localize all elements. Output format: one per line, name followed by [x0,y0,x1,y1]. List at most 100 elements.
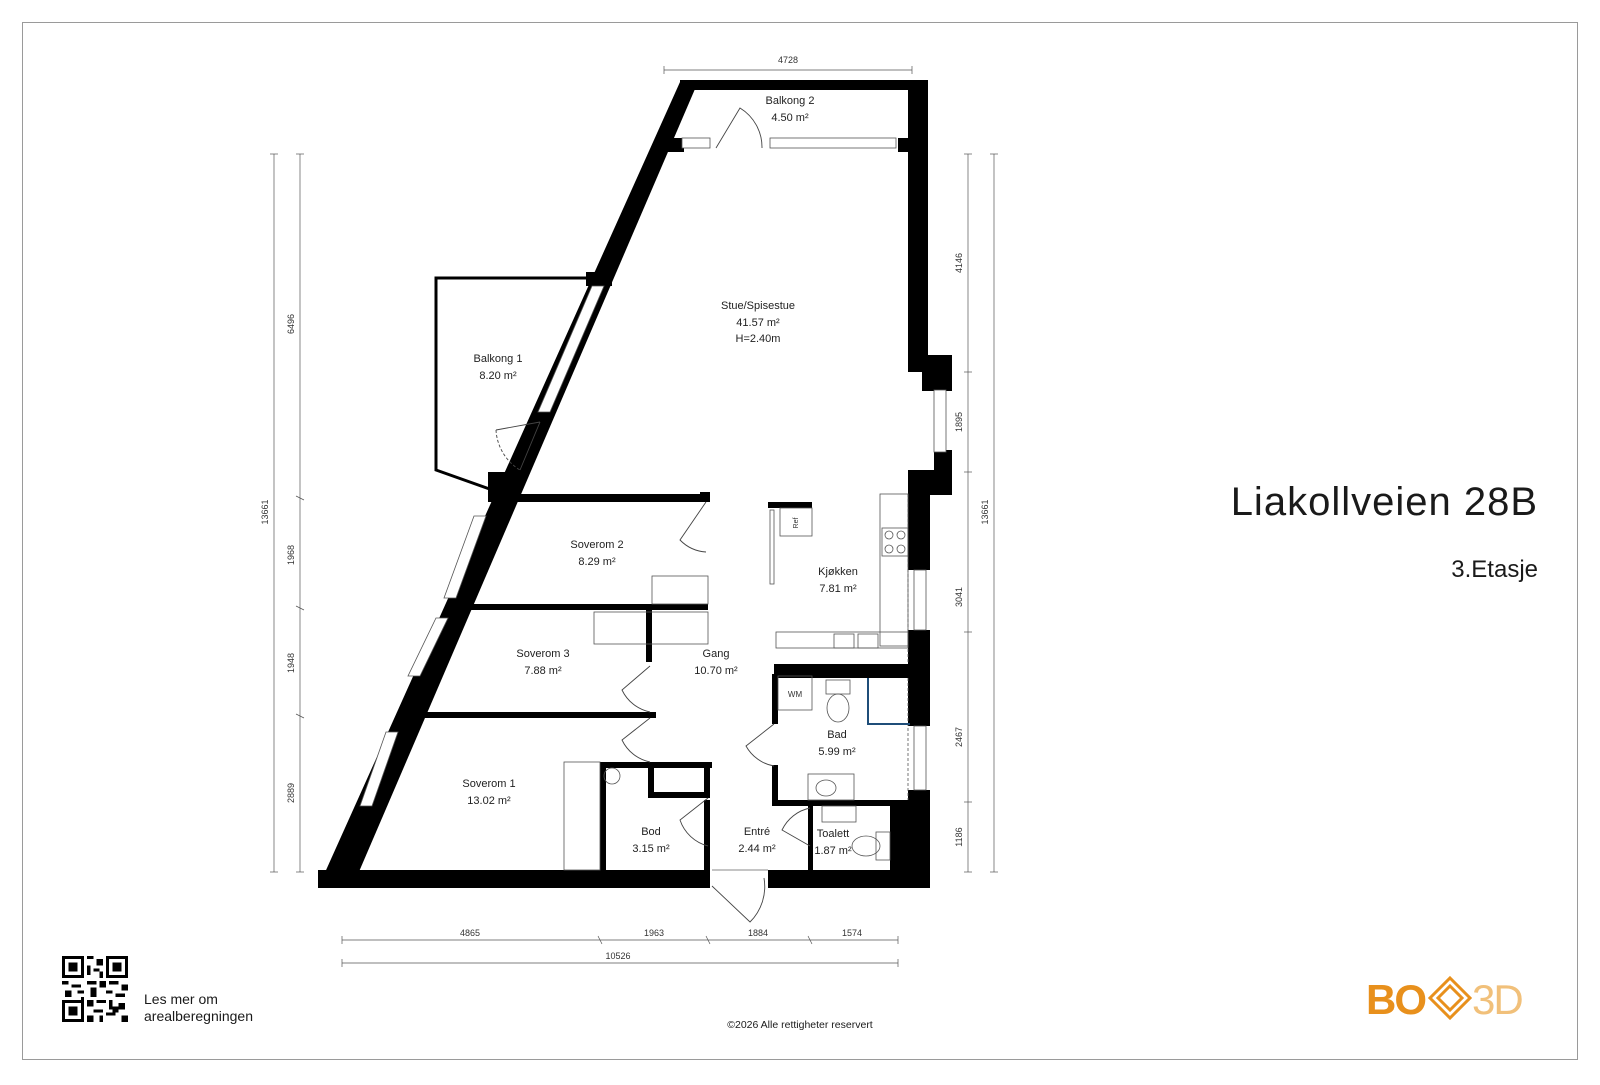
bath-basin [815,779,837,797]
wall-bath-top [774,664,910,678]
dimension-labels: 4728 13661 6496 1968 1948 2889 4146 1895… [260,55,990,961]
drawing-frame [22,22,1578,1060]
wardrobe-soverom1 [563,761,601,871]
boiler [603,767,621,785]
dim-tick [295,495,305,501]
balcony1-outline [434,276,588,494]
door-soverom1 [621,717,651,763]
right-wall-bath [908,630,930,726]
shower-wall [867,678,910,725]
room-name: Bod [641,826,661,838]
bath-vanity [807,773,855,801]
wall-closet [648,792,710,798]
dim-bottom-seg: 1963 [644,928,664,938]
dim-tick [705,935,711,945]
door-post-soverom2 [700,492,710,500]
hob-ring-3 [884,544,894,554]
room-area: 41.57 m² [736,317,780,329]
dim-right-seg: 3041 [954,587,964,607]
door-swings [495,107,811,923]
door-balcony2 [715,107,763,149]
room-name: Balkong 2 [766,95,815,107]
window-balcony2-left [681,137,711,149]
dimension-lines [270,66,998,967]
window-kitchen [913,569,927,631]
hob-ring-2 [896,530,906,540]
toilet-outer-wall [890,800,910,888]
area-info-link[interactable]: Les mer om arealberegningen [144,991,253,1025]
wall-toilet-left [808,806,813,872]
door-soverom3 [621,665,651,713]
wall-bod-left [600,762,606,874]
dim-right-seg: 1186 [954,827,964,846]
bo3d-logo-icon: BO 3D [1366,975,1524,1023]
room-height: H=2.40m [736,333,781,345]
room-name: Entré [744,826,770,838]
room-area: 7.88 m² [524,665,562,677]
room-name: Soverom 2 [570,539,623,551]
room-area: 8.20 m² [479,370,517,382]
fridge-label: Ref [793,518,800,529]
wall-bath-left-lower [772,765,778,805]
dim-bottom-seg: 1574 [842,928,862,938]
balcony1-post [586,272,612,286]
right-wall-bump-low [934,450,952,495]
door-entre [711,877,766,923]
fixtures [563,493,909,871]
dim-right-seg: 1895 [954,412,964,432]
wall-gang-right [704,765,710,795]
wall-soverom3-bottom [410,712,656,718]
balcony1-railing [434,276,588,494]
dim-tick [807,935,813,945]
room-name: Gang [703,648,730,660]
dim-left-seg: 2889 [286,783,296,803]
dim-right-seg: 4146 [954,253,964,273]
dim-right-total: 13661 [980,499,990,524]
wardrobe-soverom2 [651,575,709,605]
room-area: 7.81 m² [819,583,857,595]
window-stue-right [933,389,947,453]
toalett-toilet [851,835,881,857]
toalett-tank [875,831,891,861]
dim-left-seg: 6496 [286,314,296,334]
wall-fridge-top [768,502,812,508]
room-name: Soverom 3 [516,648,569,660]
dim-bottom-total: 10526 [605,951,630,961]
room-area: 2.44 m² [738,843,776,855]
kitchen-sink-1 [833,633,855,649]
area-info-line1: Les mer om [144,991,218,1007]
logo-3d: 3D [1472,976,1522,1020]
dim-bottom-seg: 1884 [748,928,768,938]
logo-bo: BO [1366,976,1425,1020]
qr-code-icon[interactable] [62,956,128,1022]
window-soverom1 [359,731,399,807]
washer [777,675,813,711]
room-area: 4.50 m² [771,112,809,124]
right-wall-bump [922,355,952,391]
window-soverom3 [407,617,449,677]
room-area: 1.87 m² [814,845,852,857]
right-wall-lower [908,790,930,888]
dim-top: 4728 [778,55,798,65]
door-bad [745,723,775,767]
wall-bod-top [602,762,712,768]
room-name: Kjøkken [818,566,858,578]
fridge-side [769,509,775,585]
room-area: 8.29 m² [578,556,616,568]
wall-bath-left-upper [772,674,778,724]
wall-soverom3-right [646,610,652,662]
hob-ring-4 [896,544,906,554]
window-balcony1 [537,285,605,413]
logo-diamond-icon [1427,975,1473,1021]
wall-bod-right [704,800,710,872]
dim-left-total: 13661 [260,499,270,524]
floor-label: 3.Etasje [1451,556,1538,583]
address-title: Liakollveien 28B [1230,480,1538,524]
walls [318,80,952,888]
bath-toilet [826,693,850,723]
dim-tick [295,713,305,719]
balcony2-post-right [898,138,912,152]
window-soverom2 [443,515,487,599]
dim-left-seg: 1968 [286,545,296,565]
